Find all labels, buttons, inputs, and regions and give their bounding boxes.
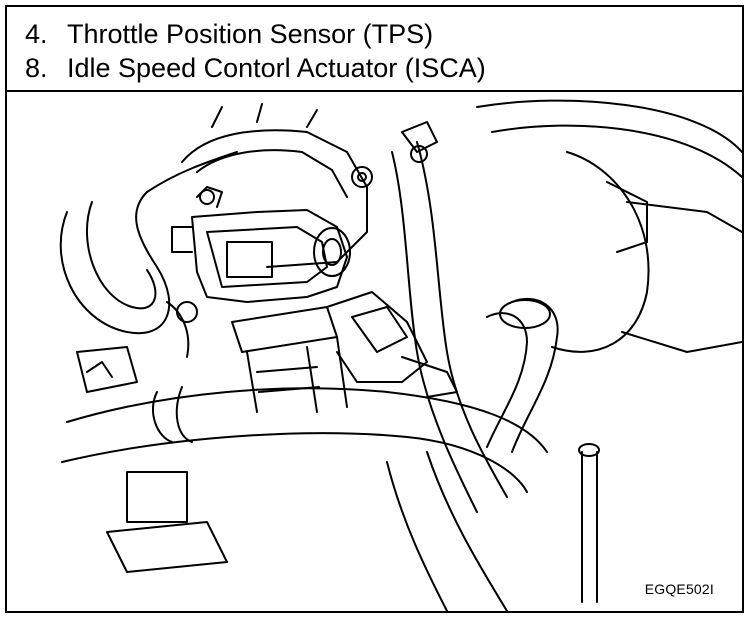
throttle-position-sensor: [171, 186, 351, 303]
engine-line-drawing: [7, 92, 742, 611]
air-cleaner-housing: [476, 99, 742, 353]
legend-label: Idle Speed Contorl Actuator (ISCA): [67, 53, 486, 83]
figure-code: EGQE502I: [644, 581, 714, 597]
legend-item-isca: 8. Idle Speed Contorl Actuator (ISCA): [25, 53, 486, 83]
intake-duct: [391, 121, 508, 513]
figure-frame: 4. Throttle Position Sensor (TPS) 8. Idle …: [5, 5, 744, 613]
right-hose: [486, 297, 600, 603]
legend-label: Throttle Position Sensor (TPS): [67, 19, 434, 49]
idle-speed-control-actuator: [231, 291, 458, 413]
legend-header: 4. Throttle Position Sensor (TPS) 8. Idle …: [7, 7, 742, 92]
throttle-body: [181, 103, 373, 268]
lower-left-components: [76, 301, 228, 573]
legend-number: 8.: [25, 53, 48, 83]
lower-hose: [61, 386, 548, 611]
left-hose: [59, 151, 238, 335]
legend-item-tps: 4. Throttle Position Sensor (TPS): [25, 19, 433, 49]
legend-number: 4.: [25, 19, 48, 49]
